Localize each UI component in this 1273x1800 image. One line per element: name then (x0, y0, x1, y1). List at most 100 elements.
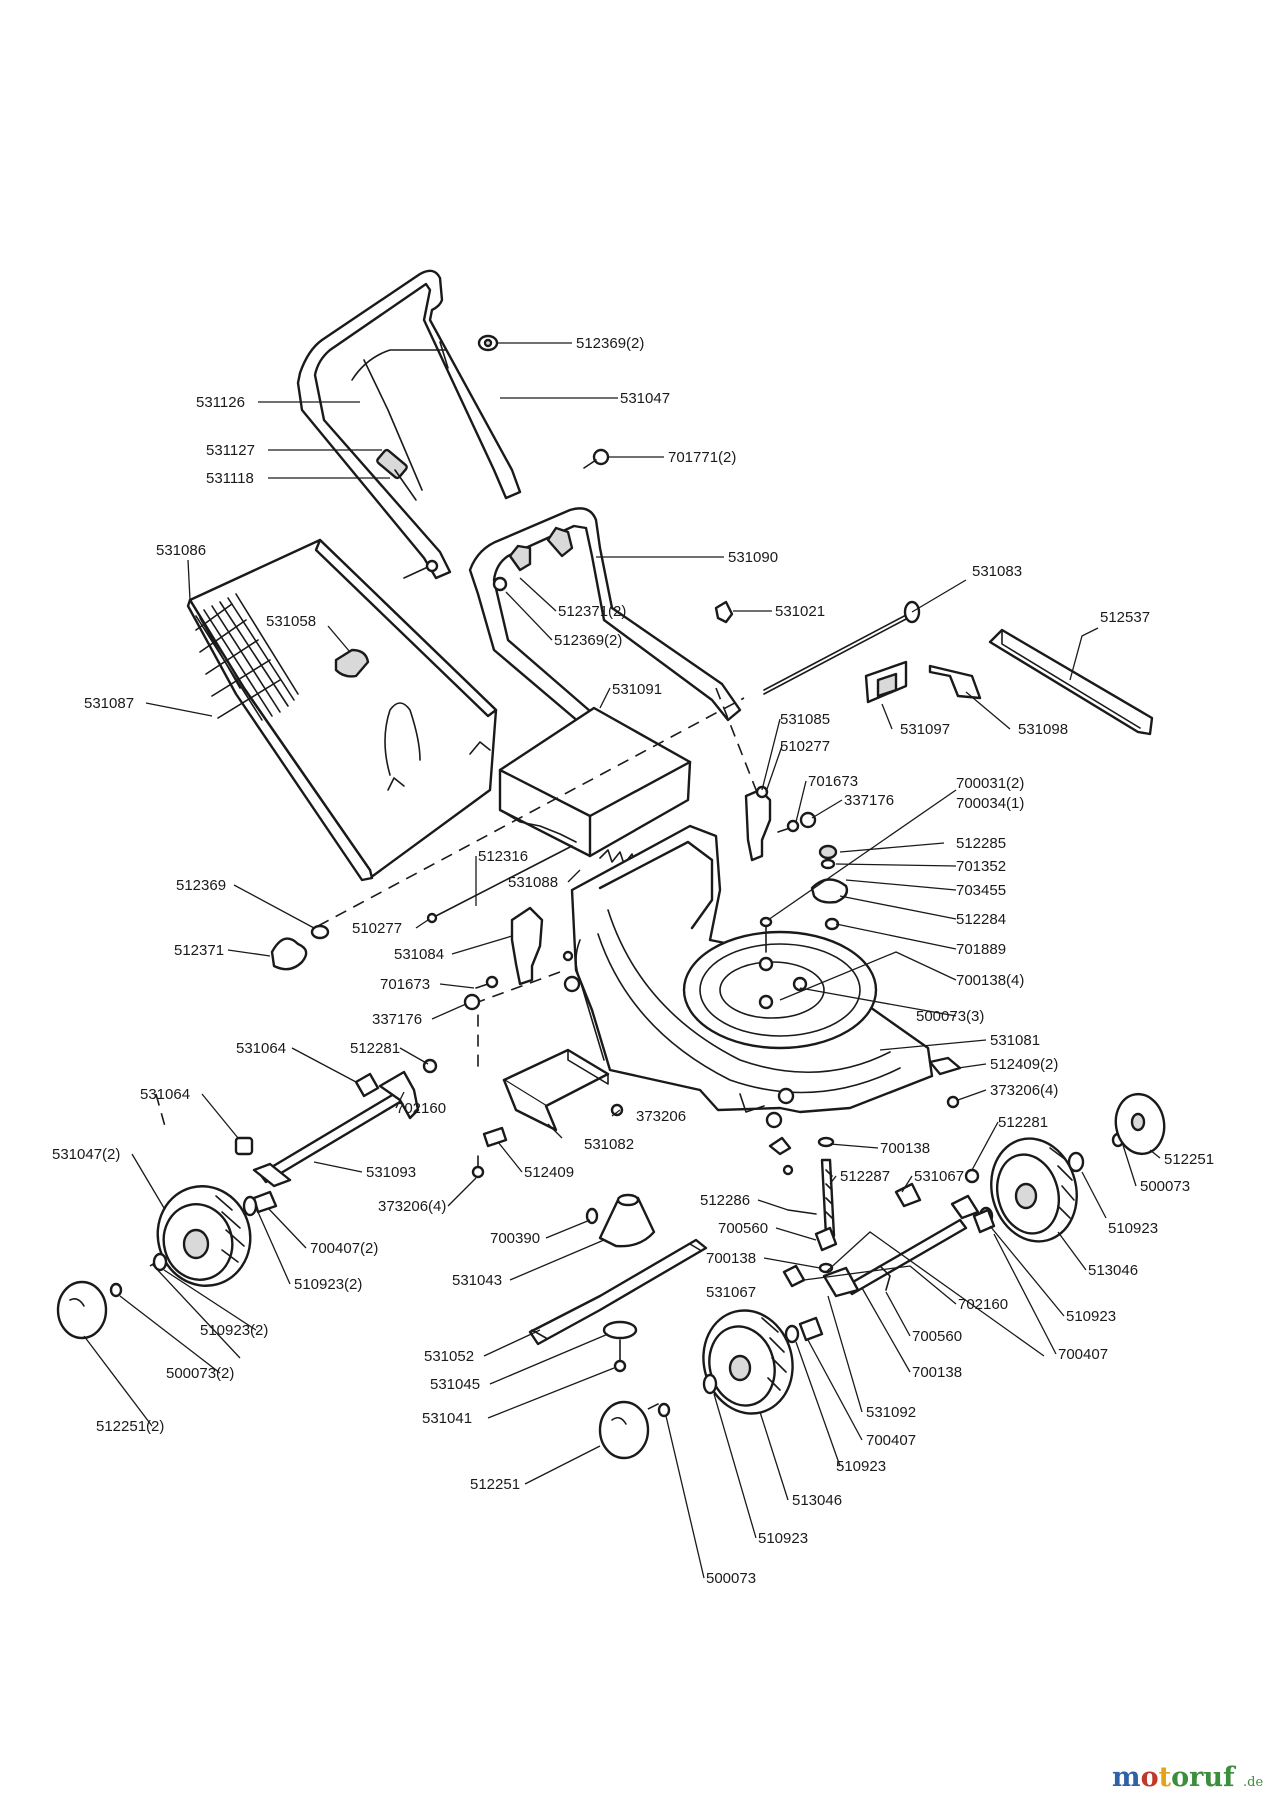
label-531082: 531082 (584, 1136, 634, 1153)
label-700138-b: 700138 (706, 1250, 756, 1267)
washer-510923-2b (152, 1252, 168, 1272)
label-512284: 512284 (956, 911, 1006, 928)
adapter-531043 (598, 1193, 656, 1248)
label-512281-a: 512281 (350, 1040, 400, 1057)
height-adjuster (810, 844, 849, 931)
label-510923-2a: 510923(2) (294, 1276, 362, 1293)
screw-701771 (583, 448, 610, 469)
label-700390: 700390 (490, 1230, 540, 1247)
svg-text:motoruf: motoruf (1112, 1762, 1237, 1793)
label-531043: 531043 (452, 1272, 502, 1289)
label-531058: 531058 (266, 613, 316, 630)
bracket-512409-r (928, 1056, 962, 1076)
label-500073-3: 500073(3) (916, 1008, 984, 1025)
nut-337176-bot (463, 993, 481, 1011)
label-531087: 531087 (84, 695, 134, 712)
bracket-512409-l (482, 1126, 508, 1148)
rod-512316 (426, 845, 573, 924)
mower-deck (562, 824, 934, 1129)
brand-domain-suffix: .de (1243, 1775, 1263, 1790)
bracket-under-deck (768, 1136, 794, 1176)
label-531092: 531092 (866, 1404, 916, 1421)
label-700031-2: 700031(2) (956, 775, 1024, 792)
knob-512371 (270, 937, 308, 971)
label-531047: 531047 (620, 390, 670, 407)
label-531127: 531127 (206, 442, 255, 459)
label-512369-2-top: 512369(2) (576, 335, 644, 352)
label-701771-2: 701771(2) (668, 449, 736, 466)
label-512371: 512371 (174, 942, 224, 959)
bolt-512281-b (964, 1168, 980, 1184)
label-512286: 512286 (700, 1192, 750, 1209)
label-531067-a: 531067 (914, 1168, 964, 1185)
label-531084: 531084 (394, 946, 444, 963)
blade-531052 (528, 1238, 708, 1346)
label-512316: 512316 (478, 848, 528, 865)
axle-531092 (822, 1194, 980, 1298)
label-373206: 373206 (636, 1108, 686, 1125)
label-700560-a: 700560 (718, 1220, 768, 1237)
label-531093: 531093 (366, 1164, 416, 1181)
label-531126: 531126 (196, 394, 245, 411)
nut-337176-top (799, 811, 817, 829)
label-531047-2: 531047(2) (52, 1146, 120, 1163)
label-531098: 531098 (1018, 721, 1068, 738)
label-512251-2: 512251(2) (96, 1418, 164, 1435)
knob-512369-top (477, 334, 499, 352)
label-531085: 531085 (780, 711, 830, 728)
label-512285: 512285 (956, 835, 1006, 852)
label-513046-r: 513046 (1088, 1262, 1138, 1279)
brand-logo-mark: motoruf (1112, 1762, 1237, 1793)
label-373206-4-r: 373206(4) (990, 1082, 1058, 1099)
label-531091: 531091 (612, 681, 662, 698)
bushing-531064-a (354, 1072, 380, 1098)
nut-500073-b (657, 1402, 671, 1418)
label-531021: 531021 (775, 603, 825, 620)
bar-512537 (988, 628, 1154, 736)
screw-701673-bot (475, 975, 499, 989)
label-702160-a: 702160 (396, 1100, 446, 1117)
grass-box-grid (195, 593, 299, 721)
label-510923-2b: 510923(2) (200, 1322, 268, 1339)
label-700560-b: 700560 (912, 1328, 962, 1345)
pin-512286 (787, 1209, 817, 1215)
label-510923-mid: 510923 (1066, 1308, 1116, 1325)
plate-531097 (864, 660, 908, 704)
bolt-700407-b (798, 1316, 824, 1342)
cap-512251-r (1114, 1092, 1166, 1156)
label-510923-c: 510923 (758, 1530, 808, 1547)
bracket-531084 (510, 906, 544, 986)
washer-510923-b (784, 1324, 800, 1344)
bar-512287 (820, 1158, 836, 1238)
bolt-700407-2 (252, 1190, 278, 1214)
brand-logo: motoruf .de (1112, 1762, 1263, 1793)
label-531041: 531041 (422, 1410, 472, 1427)
label-500073-2: 500073(2) (166, 1365, 234, 1382)
wheel-531047-2 (156, 1185, 252, 1287)
bolt-handle (403, 559, 439, 579)
label-700138-4: 700138(4) (956, 972, 1024, 989)
label-531081: 531081 (990, 1032, 1040, 1049)
label-500073-r: 500073 (1140, 1178, 1190, 1195)
label-512369-2-mid: 512369(2) (554, 632, 622, 649)
bushing-531067-b (782, 1264, 806, 1288)
leader-lines (83, 342, 1161, 1579)
label-700407: 700407 (1058, 1346, 1108, 1363)
label-701889: 701889 (956, 941, 1006, 958)
label-700138-c: 700138 (912, 1364, 962, 1381)
label-702160-b: 702160 (958, 1296, 1008, 1313)
label-700407-b: 700407 (866, 1432, 916, 1449)
label-512281-b: 512281 (998, 1114, 1048, 1131)
label-531045: 531045 (430, 1376, 480, 1393)
label-531052: 531052 (424, 1348, 474, 1365)
label-703455: 703455 (956, 882, 1006, 899)
shield-531082 (502, 1048, 610, 1132)
label-700138-a: 700138 (880, 1140, 930, 1157)
label-500073-b: 500073 (706, 1570, 756, 1587)
bolt-531041 (613, 1339, 627, 1373)
label-531118: 531118 (206, 470, 254, 487)
label-531064-a: 531064 (236, 1040, 286, 1057)
label-512369: 512369 (176, 877, 226, 894)
washer-531045 (602, 1320, 638, 1340)
